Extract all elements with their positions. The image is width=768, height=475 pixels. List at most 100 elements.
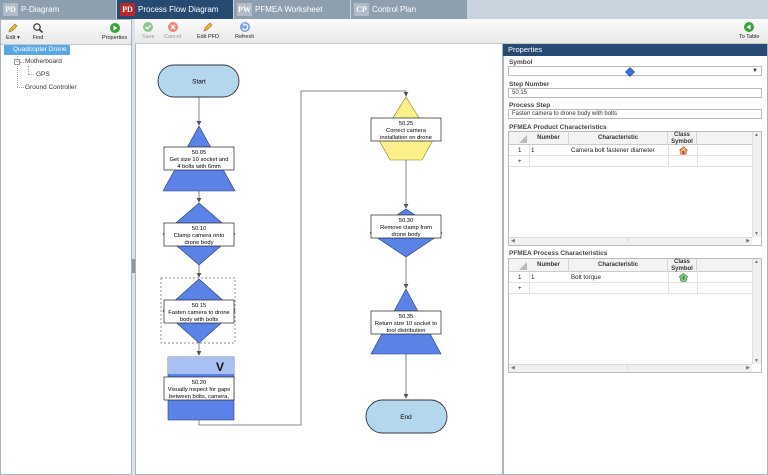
save-label: Save [142,34,155,40]
edit-label: Edit [6,35,16,41]
start-terminator[interactable]: Start [157,64,240,98]
cancel-label: Cancel [164,34,182,40]
horizontal-scrollbar[interactable]: ◀ ⁞ ▶ [509,364,752,372]
step-text: Get size 10 socket and [170,157,229,163]
play-icon [109,23,120,33]
to-table-label: To Table [739,34,760,40]
cancel-icon [167,22,178,32]
tab-badge: PD [120,3,135,16]
cell-number: 1 [531,147,535,154]
properties-button[interactable]: Properties [102,22,127,41]
table-row[interactable]: 1 1 Bolt torque [509,272,752,283]
chevron-down-icon: ▼ [752,68,758,74]
tree-connector [17,87,24,88]
col-characteristic-header[interactable]: Characteristic [569,132,668,145]
check-icon [143,22,154,32]
splitter-handle[interactable] [132,259,135,273]
diamond-symbol-icon [625,67,635,77]
step-number: 50.35 [399,314,414,320]
step-50-20[interactable]: V 50.20 Visually inspect for gaps betwee… [163,356,235,421]
scroll-right-icon[interactable]: ▶ [746,365,750,371]
process-characteristics-title: PFMEA Process Characteristics [509,250,608,257]
back-arrow-icon [744,22,755,32]
step-50-35[interactable]: 50.35 Return size 10 socket to tool dist… [370,288,442,355]
scroll-grip-icon[interactable]: ⁞ [627,365,629,371]
end-terminator[interactable]: End [365,399,448,434]
process-flow-canvas[interactable]: Start 50.05 Get size 10 socket and 4 bol… [135,44,503,475]
scroll-down-icon[interactable]: ▼ [754,358,759,364]
col-class-symbol-header[interactable]: Class Symbol [668,259,697,272]
step-text: drone body [184,240,213,246]
add-row-icon[interactable]: + [518,158,522,165]
step-text: installation on drone [380,135,432,141]
symbol-select[interactable]: ▼ [508,66,762,77]
properties-title: Properties [503,44,767,56]
grid-divider [668,272,669,294]
panel-splitter[interactable] [132,19,135,475]
collapse-toggle[interactable]: − [14,59,20,65]
grid-divider [697,145,698,167]
step-number: 50.15 [192,303,207,309]
col-number-header[interactable]: Number [529,132,569,145]
grid-header [509,259,752,272]
pentagon-symbol-icon [679,273,688,282]
tree-item-gps[interactable]: GPS [36,71,50,78]
col-number-header[interactable]: Number [529,259,569,272]
product-characteristics-grid[interactable]: Number Characteristic Class Symbol 1 1 C… [508,131,762,246]
col-characteristic-header[interactable]: Characteristic [569,259,668,272]
find-button[interactable]: Find [32,22,44,41]
tree-toolbar: Edit ▾ Find Properties [1,20,131,45]
cancel-button[interactable]: Cancel [164,21,181,40]
scroll-up-icon[interactable]: ▲ [754,259,759,265]
main-toolbar: Save Cancel Edit PFD Refresh To Table [135,19,768,44]
step-50-05[interactable]: 50.05 Get size 10 socket and 4 bolts wit… [162,125,236,192]
step-text: Visually inspect for gaps [168,387,231,393]
step-number-field[interactable]: 50.15 [508,88,762,98]
process-characteristics-grid[interactable]: Number Characteristic Class Symbol 1 1 B… [508,258,762,373]
tree-connector [17,56,18,87]
tree-item-quadcopter-drone[interactable]: Quadcopter Drone [4,45,70,55]
scroll-up-icon[interactable]: ▲ [754,132,759,138]
tree-item-ground-controller[interactable]: Ground Controller [25,84,77,91]
new-row[interactable]: + [509,283,752,294]
process-step-field[interactable]: Fasten camera to drone body with bolts [508,109,762,119]
step-number-label: Step Number [509,81,550,88]
scroll-left-icon[interactable]: ◀ [511,238,515,244]
step-50-30[interactable]: 50.30 Remove clamp from drone body [369,208,443,258]
vertical-scrollbar[interactable]: ▲ ▼ [752,132,761,237]
tree-connector [28,66,29,74]
tab-badge: CP [354,3,369,16]
horizontal-scrollbar[interactable]: ◀ ⁞ ▶ [509,237,752,245]
add-row-icon[interactable]: + [518,285,522,292]
step-text: Fasten camera to drone [168,310,230,316]
tree-item-motherboard[interactable]: Motherboard [25,58,62,65]
tab-badge: PD [3,3,18,16]
scroll-right-icon[interactable]: ▶ [746,238,750,244]
edit-pfd-button[interactable]: Edit PFD [197,21,219,40]
scroll-left-icon[interactable]: ◀ [511,365,515,371]
grid-corner-icon [519,262,527,270]
find-label: Find [32,35,44,41]
edit-button[interactable]: Edit ▾ [6,22,20,41]
table-row[interactable]: 1 1 Camera bolt fastener diameter [509,145,752,156]
step-number: 50.10 [192,226,207,232]
step-50-25[interactable]: 50.25 Correct camera installation on dro… [370,96,442,161]
step-text: Clamp camera onto [174,233,225,239]
inspection-mark: V [216,360,224,374]
step-50-10[interactable]: 50.10 Clamp camera onto drone body [162,202,236,266]
step-50-15[interactable]: 50.15 Fasten camera to drone body with b… [160,277,236,344]
step-number: 50.25 [399,121,414,127]
new-row[interactable]: + [509,156,752,167]
vertical-scrollbar[interactable]: ▲ ▼ [752,259,761,364]
refresh-button[interactable]: Refresh [235,21,254,40]
scroll-grip-icon[interactable]: ⁞ [627,238,629,244]
col-class-symbol-header[interactable]: Class Symbol [668,132,697,145]
to-table-button[interactable]: To Table [739,21,759,40]
tab-label: Process Flow Diagram [138,5,219,14]
scroll-down-icon[interactable]: ▼ [754,231,759,237]
save-button[interactable]: Save [142,21,155,40]
